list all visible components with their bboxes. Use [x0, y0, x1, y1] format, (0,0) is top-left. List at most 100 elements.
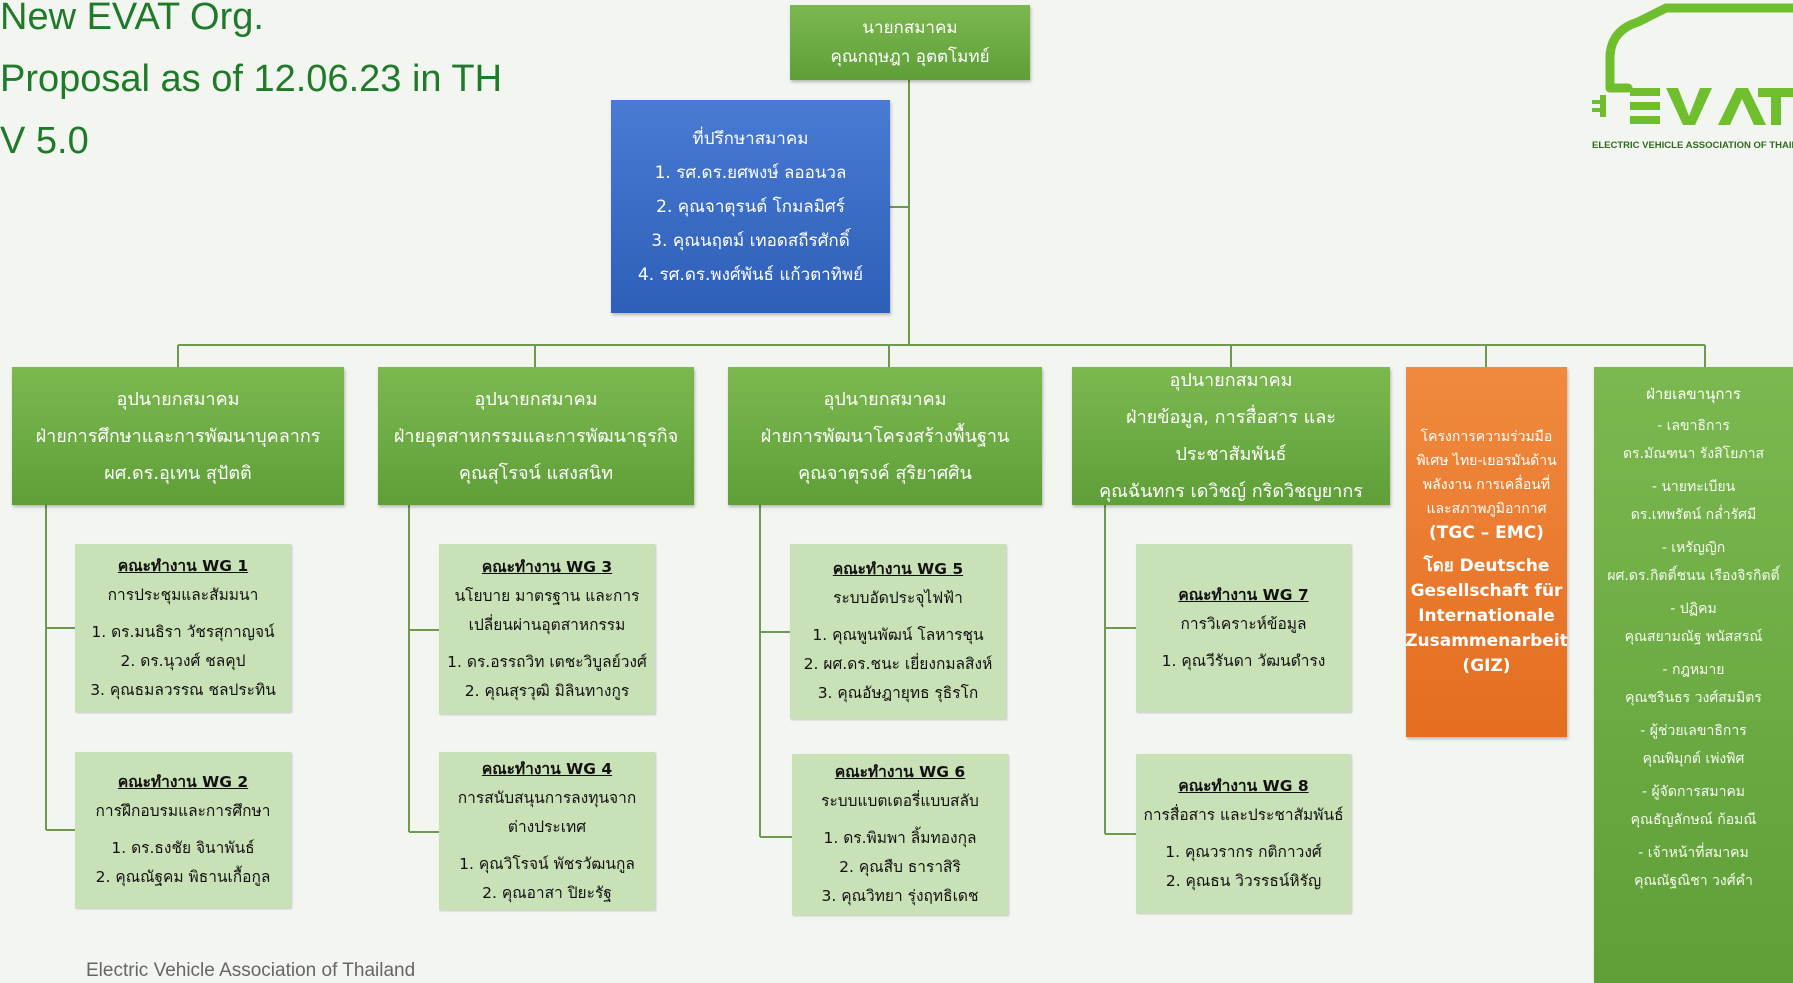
- secretariat-name: คุณพิมุกต์ เพ่งพิศ: [1642, 751, 1745, 767]
- wg-desc: เปลี่ยนผ่านอุตสาหกรรม: [468, 615, 626, 634]
- wg-1-box: คณะทำงาน WG 1 การประชุมและสัมมนา 1. ดร.ม…: [75, 544, 291, 712]
- division-role: อุปนายกสมาคม: [823, 388, 947, 410]
- wg-member: 2. คุณสืบ ธาราสิริ: [839, 858, 961, 876]
- secretariat-name: ดร.เทพรัตน์ กล่ำรัศมี: [1630, 507, 1757, 523]
- wg-member: 2. ดร.นุวงศ์ ชลคุป: [120, 651, 246, 670]
- wg-7-box: คณะทำงาน WG 7 การวิเคราะห์ข้อมูล 1. คุณว…: [1136, 544, 1351, 712]
- tgc-by: โดย Deutsche: [1423, 556, 1550, 576]
- wg-member: 2. คุณอาสา ปิยะรัฐ: [482, 883, 612, 902]
- wg-member: 2. คุณธน วิวรรธน์หิรัญ: [1165, 871, 1322, 890]
- advisor-item: 4. รศ.ดร.พงศ์พันธ์ แก้วตาทิพย์: [637, 264, 864, 285]
- wg-member: 1. คุณวีรันดา วัฒนดำรง: [1161, 651, 1326, 670]
- advisor-item: 1. รศ.ดร.ยศพงษ์ ลออนวล: [654, 162, 847, 183]
- tgc-desc: โครงการความร่วมมือ: [1420, 429, 1553, 445]
- secretariat-item: - ปฏิคม คุณสยามณัฐ พนัสสรณ์: [1625, 595, 1763, 651]
- division-role: อุปนายกสมาคม: [1169, 370, 1293, 391]
- advisors-box: ที่ปรึกษาสมาคม 1. รศ.ดร.ยศพงษ์ ลออนวล 2.…: [611, 100, 890, 313]
- tgc-by: (GIZ): [1462, 656, 1511, 676]
- division-head: คุณสุโรจน์ แสงสนิท: [458, 462, 614, 484]
- wg-member: 3. คุณอัษฎายุทธ รุธิรโก: [817, 684, 979, 702]
- division-head: คุณจาตุรงค์ สุริยาศศิน: [798, 462, 972, 484]
- wg-member: 2. ผศ.ดร.ชนะ เยี่ยงกมลสิงห์: [803, 655, 993, 673]
- wg-member: 1. คุณวรากร กติกาวงศ์: [1165, 842, 1322, 861]
- secretariat-item: - นายทะเบียน ดร.เทพรัตน์ กล่ำรัศมี: [1631, 473, 1757, 529]
- division-name: ฝ่ายข้อมูล, การสื่อสาร และ: [1126, 407, 1336, 428]
- secretariat-role: - เลขาธิการ: [1657, 418, 1730, 434]
- wg-2-box: คณะทำงาน WG 2 การฝึกอบรมและการศึกษา 1. ด…: [75, 752, 291, 908]
- secretariat-name: คุณณัฐณิชา วงศ์คำ: [1634, 873, 1753, 889]
- secretariat-item: - เลขาธิการ ดร.มัณฑนา รังสิโยภาส: [1623, 412, 1764, 468]
- footer-text: Electric Vehicle Association of Thailand: [86, 960, 416, 981]
- tgc-by: Zusammenarbeit: [1405, 631, 1568, 651]
- secretariat-name: คุณธัญลักษณ์ ก้อมณี: [1630, 812, 1757, 828]
- wg-desc: การสื่อสาร และประชาสัมพันธ์: [1143, 805, 1344, 824]
- secretariat-item: - ผู้จัดการสมาคม คุณธัญลักษณ์ ก้อมณี: [1631, 778, 1757, 834]
- division-box-4: อุปนายกสมาคม ฝ่ายข้อมูล, การสื่อสาร และ …: [1072, 367, 1390, 505]
- secretariat-role: - ผู้ช่วยเลขาธิการ: [1640, 723, 1747, 739]
- secretariat-role: - นายทะเบียน: [1651, 479, 1736, 495]
- secretariat-item: - ผู้ช่วยเลขาธิการ คุณพิมุกต์ เพ่งพิศ: [1640, 717, 1746, 773]
- wg-title: คณะทำงาน WG 8: [1178, 776, 1309, 795]
- wg-title: คณะทำงาน WG 4: [481, 759, 613, 778]
- tgc-acronym: (TGC – EMC): [1429, 523, 1544, 543]
- wg-title: คณะทำงาน WG 3: [481, 557, 613, 576]
- tgc-by: Internationale: [1418, 606, 1555, 626]
- division-head: คุณฉันทกร เดวิชญ์ กริดวิชญยากร: [1099, 481, 1363, 502]
- secretariat-role: - กฎหมาย: [1662, 662, 1725, 678]
- advisor-item: 3. คุณนฤตม์ เทอดสถีรศักดิ์: [651, 230, 850, 251]
- division-role: อุปนายกสมาคม: [474, 388, 598, 410]
- wg-member: 1. ดร.พิมพา ลิ้มทองกุล: [823, 829, 977, 847]
- wg-title: คณะทำงาน WG 1: [117, 556, 249, 575]
- wg-desc: ระบบแบตเตอรี่แบบสลับ: [821, 792, 979, 810]
- advisor-item: 2. คุณจาตุรนต์ โกมลมิศร์: [656, 196, 845, 217]
- division-box-2: อุปนายกสมาคม ฝ่ายอุตสาหกรรมและการพัฒนาธุ…: [378, 367, 694, 505]
- wg-6-box: คณะทำงาน WG 6 ระบบแบตเตอรี่แบบสลับ 1. ดร…: [792, 754, 1008, 915]
- wg-member: 3. คุณธมลวรรณ ชลประทิน: [90, 680, 276, 699]
- tgc-emc-box: โครงการความร่วมมือ พิเศษ ไทย-เยอรมันด้าน…: [1405, 367, 1568, 737]
- wg-member: 1. คุณพูนพัฒน์ โลหารชุน: [812, 626, 984, 644]
- chart-title-line-3: V 5.0: [0, 120, 89, 162]
- secretariat-name: คุณชรินธร วงศ์สมมิตร: [1625, 690, 1762, 706]
- division-role: อุปนายกสมาคม: [116, 388, 240, 410]
- wg-member: 3. คุณวิทยา รุ่งฤทธิเดช: [821, 887, 979, 905]
- wg-member: 2. คุณณัฐคม พิธานเกื้อกูล: [95, 868, 271, 886]
- president-name: คุณกฤษฎา อุตตโมทย์: [830, 46, 990, 67]
- wg-member: 1. คุณวิโรจน์ พัชรวัฒนกูล: [459, 854, 635, 873]
- secretariat-role: - ปฏิคม: [1670, 601, 1717, 617]
- secretariat-role: - เหรัญญิก: [1661, 540, 1726, 556]
- tgc-by: Gesellschaft für: [1410, 581, 1563, 601]
- wg-4-box: คณะทำงาน WG 4 การสนับสนุนการลงทุนจาก ต่า…: [439, 752, 655, 910]
- wg-desc: ต่างประเทศ: [507, 817, 587, 836]
- division-name: ฝ่ายการศึกษาและการพัฒนาบุคลากร: [35, 425, 321, 447]
- division-head: ผศ.ดร.อุเทน สุปัตติ: [104, 462, 252, 484]
- wg-8-box: คณะทำงาน WG 8 การสื่อสาร และประชาสัมพันธ…: [1136, 754, 1351, 913]
- president-box: นายกสมาคม คุณกฤษฎา อุตตโมทย์: [790, 5, 1030, 80]
- tgc-desc: พลังงาน การเคลื่อนที่: [1422, 477, 1551, 493]
- wg-member: 1. ดร.อรรถวิท เตชะวิบูลย์วงศ์: [447, 652, 647, 671]
- wg-title: คณะทำงาน WG 2: [117, 773, 249, 791]
- wg-member: 1. ดร.ธงชัย จินาพันธ์: [111, 839, 255, 857]
- chart-title-line-1: New EVAT Org.: [0, 0, 264, 38]
- division-box-1: อุปนายกสมาคม ฝ่ายการศึกษาและการพัฒนาบุคล…: [12, 367, 344, 505]
- logo-tagline: ELECTRIC VEHICLE ASSOCIATION OF THAILAND: [1592, 140, 1793, 151]
- secretariat-role: - ผู้จัดการสมาคม: [1641, 784, 1746, 800]
- secretariat-name: ดร.มัณฑนา รังสิโยภาส: [1622, 446, 1765, 462]
- secretariat-name: คุณสยามณัฐ พนัสสรณ์: [1624, 629, 1763, 645]
- secretariat-item: - เจ้าหน้าที่สมาคม คุณณัฐณิชา วงศ์คำ: [1634, 839, 1753, 895]
- wg-member: 2. คุณสุรวุฒิ มิลินทางกูร: [464, 681, 630, 700]
- tgc-desc: พิเศษ ไทย-เยอรมันด้าน: [1416, 453, 1557, 469]
- division-name: ฝ่ายอุตสาหกรรมและการพัฒนาธุรกิจ: [393, 425, 679, 447]
- advisors-title: ที่ปรึกษาสมาคม: [692, 128, 809, 149]
- wg-title: คณะทำงาน WG 5: [832, 560, 964, 578]
- secretariat-box: ฝ่ายเลขานุการ - เลขาธิการ ดร.มัณฑนา รังส…: [1594, 367, 1793, 983]
- secretariat-item: - กฎหมาย คุณชรินธร วงศ์สมมิตร: [1625, 656, 1762, 712]
- chart-title-line-2: Proposal as of 12.06.23 in TH: [0, 58, 503, 100]
- wg-desc: การสนับสนุนการลงทุนจาก: [457, 788, 637, 807]
- evat-logo: ELECTRIC VEHICLE ASSOCIATION OF THAILAND: [1588, 0, 1793, 160]
- division-name: ฝ่ายการพัฒนาโครงสร้างพื้นฐาน: [760, 425, 1010, 447]
- wg-desc: การประชุมและสัมมนา: [107, 585, 259, 604]
- wg-5-box: คณะทำงาน WG 5 ระบบอัดประจุไฟฟ้า 1. คุณพู…: [790, 544, 1006, 719]
- president-role: นายกสมาคม: [862, 17, 958, 38]
- tgc-desc: และสภาพภูมิอากาศ: [1426, 501, 1547, 517]
